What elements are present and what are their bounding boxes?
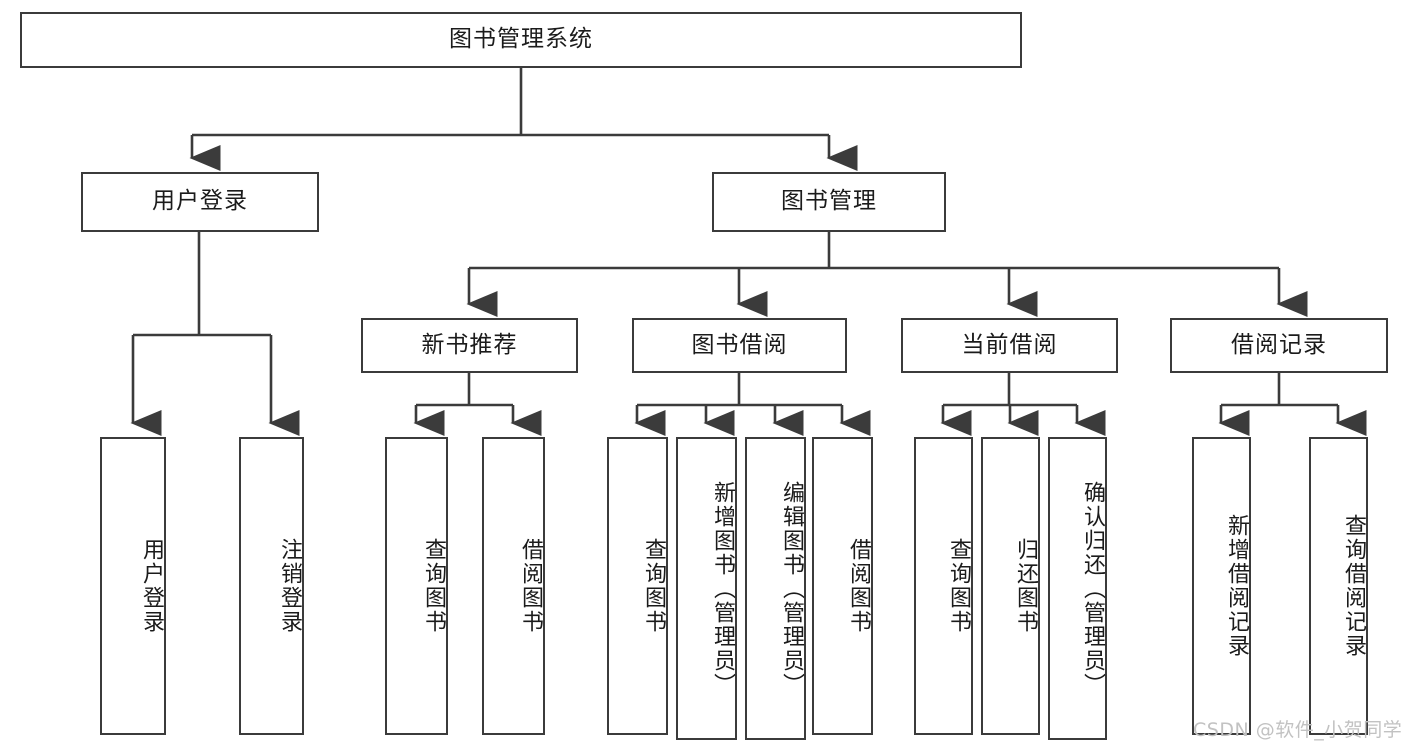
node-label: 借阅图书 — [846, 538, 871, 634]
node-label: 图书借阅 — [691, 331, 788, 358]
node-label: 归还图书 — [1013, 538, 1038, 634]
leaf-current-query-book[interactable]: 查询图书 — [914, 437, 973, 735]
node-label: 新书推荐 — [421, 331, 518, 358]
node-label: 用户登录 — [139, 538, 164, 634]
leaf-recommend-borrow-book[interactable]: 借阅图书 — [482, 437, 545, 735]
csdn-watermark: CSDN @软件_小贺同学 — [1193, 719, 1403, 741]
leaf-recommend-query-book[interactable]: 查询图书 — [385, 437, 448, 735]
leaf-current-confirm-return-admin[interactable]: 确认归还（管理员） — [1048, 437, 1107, 740]
node-label: 确认归还（管理员） — [1080, 480, 1105, 697]
node-label: 新增图书（管理员） — [710, 480, 735, 697]
node-new-book-recommend[interactable]: 新书推荐 — [361, 318, 578, 373]
node-label: 用户登录 — [152, 188, 248, 215]
leaf-borrow-borrow-book[interactable]: 借阅图书 — [812, 437, 873, 735]
node-label: 图书管理 — [781, 188, 877, 215]
node-label: 查询图书 — [641, 538, 666, 634]
leaf-borrow-query-book[interactable]: 查询图书 — [607, 437, 668, 735]
node-label: 当前借阅 — [961, 331, 1058, 358]
leaf-borrow-add-book-admin[interactable]: 新增图书（管理员） — [676, 437, 737, 740]
node-user-login[interactable]: 用户登录 — [81, 172, 319, 232]
node-current-borrow[interactable]: 当前借阅 — [901, 318, 1118, 373]
node-label: 查询图书 — [421, 538, 446, 634]
leaf-records-add-record[interactable]: 新增借阅记录 — [1192, 437, 1251, 735]
leaf-records-query-record[interactable]: 查询借阅记录 — [1309, 437, 1368, 735]
node-book-borrow[interactable]: 图书借阅 — [632, 318, 847, 373]
node-label: 图书管理系统 — [449, 26, 593, 53]
node-borrow-records[interactable]: 借阅记录 — [1170, 318, 1388, 373]
leaf-current-return-book[interactable]: 归还图书 — [981, 437, 1040, 735]
node-label: 查询图书 — [946, 538, 971, 634]
node-label: 注销登录 — [277, 538, 302, 634]
leaf-borrow-edit-book-admin[interactable]: 编辑图书（管理员） — [745, 437, 806, 740]
node-book-management[interactable]: 图书管理 — [712, 172, 946, 232]
node-label: 新增借阅记录 — [1224, 514, 1249, 658]
node-label: 编辑图书（管理员） — [779, 480, 804, 697]
leaf-user-login-login[interactable]: 用户登录 — [100, 437, 166, 735]
node-root-system[interactable]: 图书管理系统 — [20, 12, 1022, 68]
leaf-user-login-logout[interactable]: 注销登录 — [239, 437, 304, 735]
node-label: 借阅图书 — [518, 538, 543, 634]
node-label: 查询借阅记录 — [1341, 514, 1366, 658]
node-label: 借阅记录 — [1231, 331, 1327, 358]
